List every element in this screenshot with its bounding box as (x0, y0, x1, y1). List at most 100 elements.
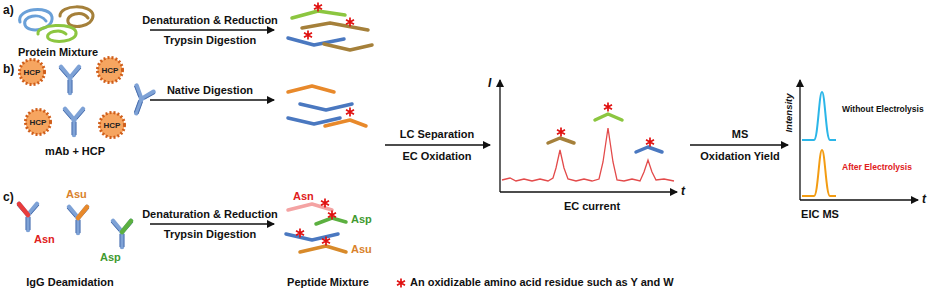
label: Denaturation & Reduction (142, 14, 278, 27)
node-text: HCP (30, 118, 47, 127)
peptide-mixture (286, 204, 346, 252)
hcp-outline (26, 110, 51, 135)
node-text: HCP (24, 68, 41, 77)
legend-swatch-part (397, 279, 405, 288)
peptide-mixture-part (292, 11, 345, 18)
label: b) (3, 62, 14, 76)
antibody-part (63, 109, 85, 135)
node-text: HCP (104, 121, 121, 130)
oxidizable-mark-part (557, 128, 565, 137)
eic-peak-after (802, 150, 836, 196)
eic-plot-axes (800, 80, 918, 200)
label: Trypsin Digestion (164, 228, 256, 241)
label: c) (3, 190, 14, 204)
label: Intensity (783, 93, 794, 132)
oxidizable-mark-part (322, 237, 330, 246)
process-arrow (150, 30, 788, 224)
peptide-mixture-part (325, 120, 366, 126)
oxidizable-mark-part (314, 3, 322, 12)
label: Oxidation Yield (700, 150, 779, 163)
oxidizable-mark-part (296, 229, 304, 238)
label: Asn (34, 233, 55, 246)
process-arrow-part (150, 29, 274, 31)
oxidizable-mark-part (346, 18, 354, 27)
antibody-part (122, 221, 131, 232)
hcp-outline (100, 113, 125, 138)
label: Asn (293, 190, 314, 203)
peptide-mixture-part (548, 138, 574, 143)
oxidizable-mark (346, 108, 354, 117)
label: EC current (564, 200, 620, 213)
node-text: HCP (102, 66, 119, 75)
peptide-mixture-part (302, 23, 368, 30)
hcp-circle: HCP (95, 55, 125, 85)
label: Asu (66, 188, 87, 201)
eic-plot-axes-part (799, 80, 800, 200)
label: EIC MS (801, 208, 839, 221)
antibody-part (126, 85, 156, 117)
legend-swatch (397, 279, 405, 288)
protein-mixture-part (60, 7, 93, 27)
antibody-part (111, 221, 133, 247)
label: LC Separation (400, 128, 475, 141)
peptide-mixture-part (300, 104, 352, 110)
peptide-mixture-part (300, 246, 346, 252)
label: a) (3, 3, 14, 17)
peptide-mixture-part (595, 114, 622, 120)
ec-plot-axes (500, 80, 677, 192)
process-arrow-part (150, 99, 274, 101)
label: Denaturation & Reduction (142, 208, 278, 221)
oxidizable-mark-part (604, 103, 612, 112)
label: mAb + HCP (45, 145, 105, 158)
label: t (922, 192, 926, 206)
process-arrow-part (150, 223, 274, 225)
label: EC Oxidation (402, 150, 471, 163)
oxidizable-mark (296, 199, 336, 246)
ec-trace (502, 128, 674, 181)
ec-plot-axes-part (499, 80, 500, 192)
label: Asp (100, 251, 121, 264)
hcp-outline (20, 60, 45, 85)
antibody-part (17, 204, 39, 230)
oxidizable-mark (557, 103, 654, 147)
protein-mixture-part (38, 25, 76, 41)
hcp-circle: HCP (23, 107, 53, 137)
label: Without Electrolysis (842, 104, 932, 114)
peptide-mixture-part (324, 44, 372, 50)
label: Trypsin Digestion (164, 34, 256, 47)
hcp-circle: HCP (97, 110, 127, 140)
peptide-mixture-part (286, 234, 338, 240)
oxidizable-mark-part (346, 108, 354, 117)
antibody-part (19, 204, 28, 215)
antibody-part (78, 207, 87, 218)
hcp-outline (98, 58, 123, 83)
oxidizable-mark-part (328, 211, 336, 220)
protein-mixture (20, 7, 93, 42)
process-arrow-part (385, 144, 490, 146)
hcp-circle: HCP (17, 57, 47, 87)
oxidizable-mark-part (646, 138, 654, 147)
eic-plot-axes-part (800, 199, 918, 200)
oxidizable-mark (304, 3, 354, 40)
peptide-mixture-part (636, 147, 662, 152)
peptide-mixture (288, 86, 366, 126)
label: Asu (351, 243, 372, 256)
oxidizable-mark-part (321, 199, 329, 208)
label: t (681, 184, 685, 198)
label: After Electrolysis (842, 162, 932, 172)
antibody-part (67, 207, 89, 233)
legend-text: An oxidizable amino acid residue such as… (410, 276, 674, 289)
peptide-mixture (548, 114, 662, 152)
label: Native Digestion (167, 84, 253, 97)
peptide-mixture-part (316, 218, 346, 224)
process-arrow-part (690, 144, 788, 146)
ec-plot-axes-part (500, 191, 677, 192)
label: Protein Mixture (18, 46, 98, 59)
label: Peptide Mixture (287, 276, 369, 289)
peptide-mixture (288, 11, 372, 50)
label: Asp (351, 213, 372, 226)
label: MS (732, 128, 749, 141)
antibody-part (59, 67, 81, 93)
peptide-mixture-part (288, 86, 334, 92)
